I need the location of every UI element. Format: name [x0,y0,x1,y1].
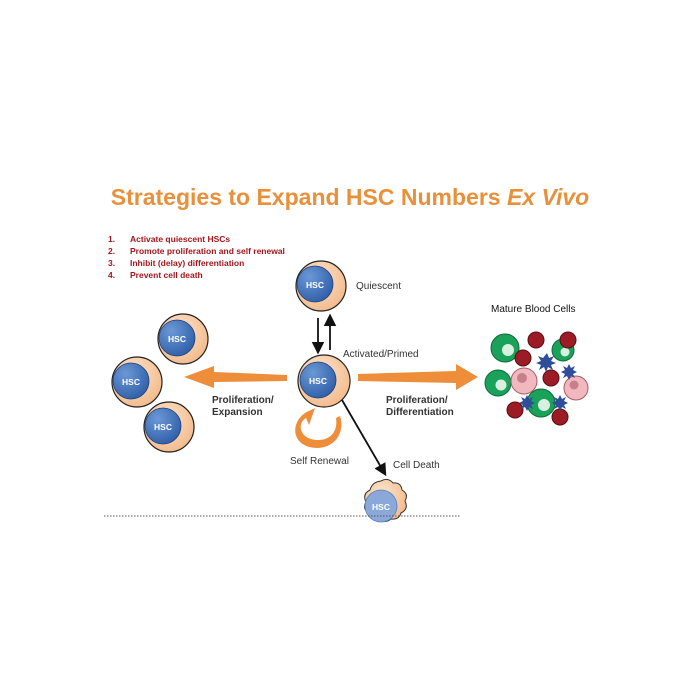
label-cell-death: Cell Death [393,460,440,471]
hsc-cell-dying: HSC [364,478,407,523]
platelet-star [561,364,577,380]
hsc-label: HSC [309,376,327,386]
platelet-star [519,395,535,411]
hsc-cell-quiescent: HSC [295,260,347,312]
title-main: Strategies to Expand HSC Numbers [110,184,507,210]
pink-cell [563,375,589,401]
red-cell [559,331,577,349]
proliferation-expansion-arrow [184,366,287,388]
red-cell [527,331,545,349]
label-activated-primed: Activated/Primed [343,349,419,360]
proliferation-differentiation-arrow [358,364,478,390]
red-cell [551,408,569,426]
hsc-label: HSC [306,280,324,290]
red-cell [514,349,532,367]
label-mature-blood-cells: Mature Blood Cells [491,304,576,315]
red-cell [542,369,560,387]
hsc-label: HSC [122,377,140,387]
strategy-item: 1.Activate quiescent HSCs [108,234,231,244]
strategy-list: 1.Activate quiescent HSCs 2.Promote prol… [108,233,285,281]
title-italic: Ex Vivo [506,184,590,210]
hsc-label: HSC [168,334,186,344]
hsc-label: HSC [372,502,390,512]
label-proliferation-expansion: Proliferation/ Expansion [212,395,274,418]
cell-death-arrow [341,399,387,477]
mature-blood-cells-cluster [484,331,589,426]
pink-cell [510,367,538,395]
strategy-item: 2.Promote proliferation and self renewal [108,246,285,256]
strategy-item: 4.Prevent cell death [108,270,203,280]
label-proliferation-differentiation: Proliferation/ Differentiation [386,395,454,418]
hsc-cell-activated: HSC [297,354,351,408]
strategy-item: 3.Inhibit (delay) differentiation [108,258,245,268]
hsc-cell-expanded-top: HSC [157,313,209,365]
self-renewal-arrow [295,408,342,448]
label-self-renewal: Self Renewal [290,456,349,467]
slide-title: Strategies to Expand HSC Numbers Ex Vivo [0,184,700,211]
red-cell [506,401,524,419]
platelet-star [536,353,556,372]
platelet-star [552,395,568,411]
green-cell [490,333,520,363]
hsc-cell-expanded-middle: HSC [111,356,163,408]
label-quiescent: Quiescent [356,281,402,292]
hsc-label: HSC [154,422,172,432]
hsc-cell-expanded-bottom: HSC [143,401,195,453]
green-cell [484,369,512,397]
